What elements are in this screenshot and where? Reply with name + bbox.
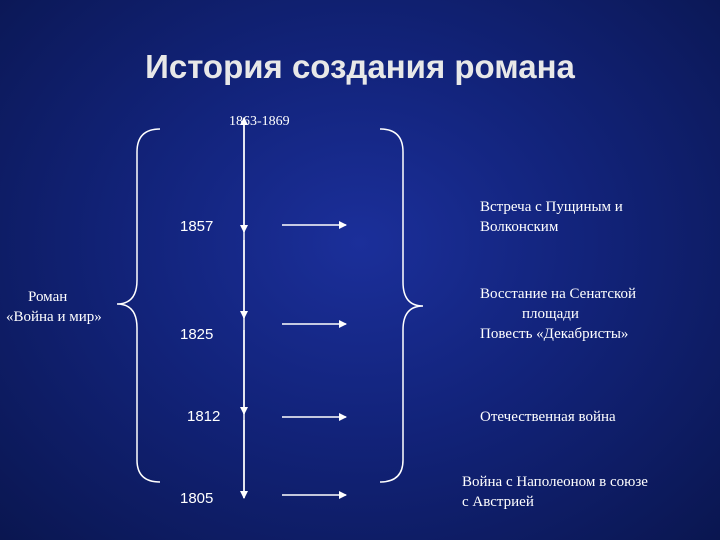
novel-label-line2: «Война и мир» — [6, 309, 102, 325]
event-1812: Отечественная война — [480, 407, 616, 427]
event-1857-line2: Волконским — [480, 219, 559, 235]
page-title: История создания романа — [145, 48, 575, 85]
year-1812: 1812 — [187, 408, 221, 425]
event-1805-line2: с Австрией — [462, 494, 534, 510]
event-1857: Встреча с Пущиным и Волконским — [480, 197, 623, 237]
year-1857: 1857 — [180, 218, 214, 235]
event-1812-line1: Отечественная война — [480, 409, 616, 425]
right-brace — [379, 128, 424, 483]
left-brace — [116, 128, 161, 483]
event-1825: Восстание на Сенатской площади Повесть «… — [480, 284, 636, 344]
event-1805-line1: Война с Наполеоном в союзе — [462, 474, 648, 490]
event-1825-line2: площади — [522, 306, 579, 322]
novel-label-line1: Роман — [28, 289, 68, 305]
year-1825: 1825 — [180, 326, 214, 343]
range-label: 1863-1869 — [229, 114, 290, 129]
event-1825-line1: Восстание на Сенатской — [480, 286, 637, 302]
event-1825-line3: Повесть «Декабристы» — [480, 326, 629, 342]
year-1805: 1805 — [180, 490, 214, 507]
event-1857-line1: Встреча с Пущиным и — [480, 199, 623, 215]
event-1805: Война с Наполеоном в союзе с Австрией — [462, 472, 648, 512]
